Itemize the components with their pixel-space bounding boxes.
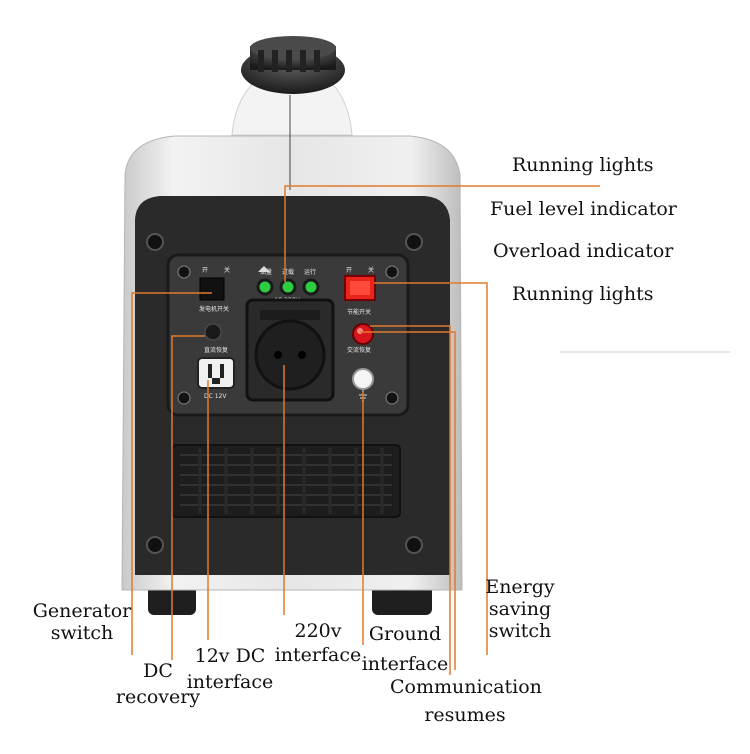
energy-saving-label-line2: saving: [488, 598, 552, 620]
ac-reset-button[interactable]: [352, 323, 374, 345]
panel-text-close-right: 关: [368, 266, 374, 274]
panel-text-led-c: 运行: [304, 268, 316, 276]
dc-12v-label-line2: interface: [186, 671, 274, 693]
panel-text-energy-switch: 节能开关: [347, 308, 371, 316]
communication-label: Communication resumes: [390, 676, 542, 726]
ac-220v-label-line1: 220v: [294, 620, 342, 642]
generator-switch-label-line2: switch: [50, 622, 114, 644]
fuel-icon: [258, 266, 270, 272]
fuel-level-led: [256, 278, 274, 296]
panel-text-open-right: 开: [346, 267, 352, 274]
panel-text-dc-reset: 直流恢复: [204, 346, 228, 354]
ac-220v-label-line2: interface: [274, 644, 362, 666]
running-lights-top-label: Running lights: [512, 154, 654, 176]
ground-label: Ground interface: [355, 623, 455, 675]
ac-220v-label: 220v interface: [268, 620, 368, 666]
overload-led: [279, 278, 297, 296]
dc-reset-button[interactable]: [204, 323, 222, 341]
panel-text-dc-voltage: DC 12V: [204, 393, 227, 400]
running-led: [302, 278, 320, 296]
dc-recovery-label-line1: DC: [143, 660, 173, 682]
panel-text-generator-switch: 发电机开关: [199, 305, 229, 313]
fuel-level-label: Fuel level indicator: [490, 198, 677, 220]
energy-saving-label-line1: Energy: [485, 576, 555, 598]
generator-switch[interactable]: [199, 277, 225, 301]
vent-grille: [171, 444, 401, 518]
communication-label-line1: Communication: [390, 676, 542, 698]
generator-switch-label-line1: Generator: [32, 600, 132, 622]
ground-terminal[interactable]: [352, 368, 374, 390]
communication-label-line2: resumes: [424, 704, 506, 726]
dc-recovery-label-line2: recovery: [115, 686, 201, 708]
dc-12v-label-line1: 12v DC: [194, 645, 266, 667]
energy-saving-label: Energy saving switch: [470, 576, 570, 642]
running-lights-bottom-label: Running lights: [512, 283, 654, 305]
energy-saving-label-line3: switch: [488, 620, 552, 642]
leader-lines: [131, 185, 600, 675]
ground-label-line2: interface: [361, 653, 449, 675]
ground-label-line1: Ground: [368, 623, 442, 645]
overload-label: Overload indicator: [493, 240, 674, 262]
dc-recovery-label: DC recovery: [108, 660, 208, 708]
dc-12v-socket[interactable]: [197, 357, 235, 389]
panel-text-ac-reset: 交流恢复: [347, 346, 371, 354]
panel-text-led-b: 过载: [282, 268, 294, 276]
generator-switch-label: Generator switch: [32, 600, 132, 644]
dc-12v-label: 12v DC interface: [180, 645, 280, 693]
face-screws: [146, 233, 423, 554]
panel-text-close-left: 关: [224, 266, 230, 274]
panel-text-open-left: 开: [202, 267, 208, 274]
